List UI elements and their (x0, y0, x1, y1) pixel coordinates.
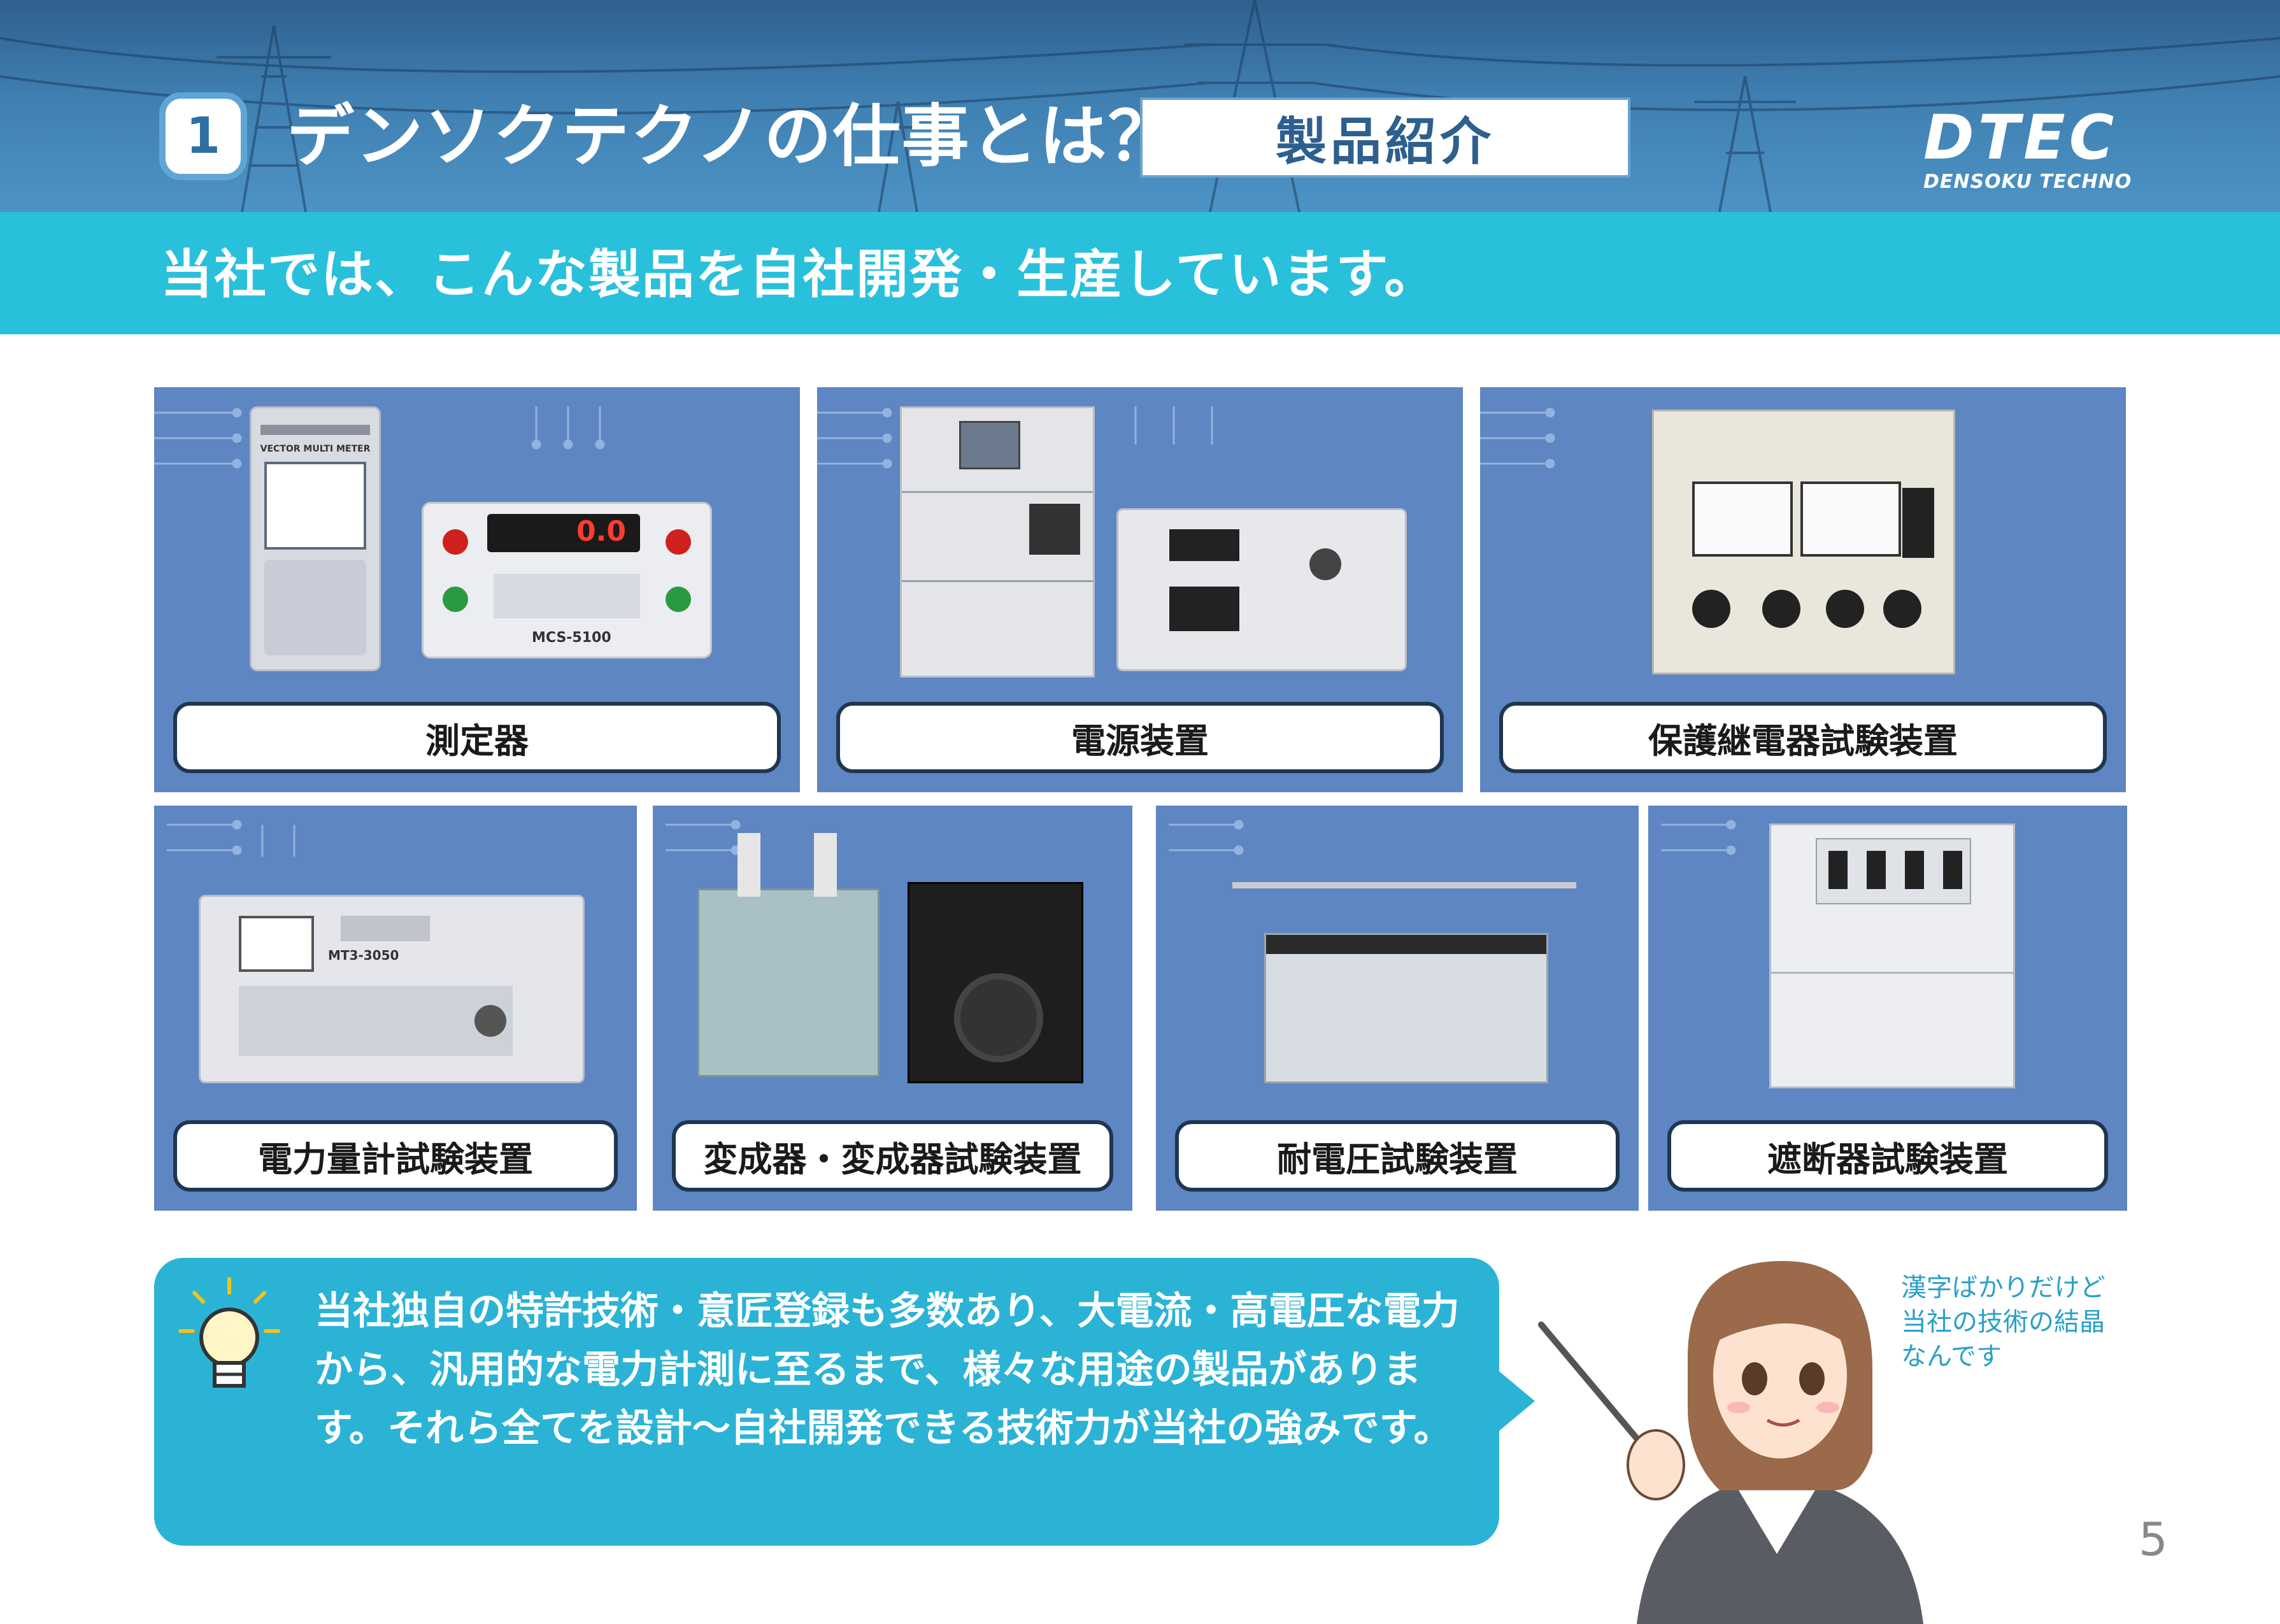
counter-display: 0.0 (576, 515, 626, 548)
section-tag: 製品紹介 (1140, 97, 1630, 178)
product-label: 電源装置 (836, 702, 1444, 773)
product-label: 保護継電器試験装置 (1499, 702, 2107, 773)
product-label: 変成器・変成器試験装置 (672, 1120, 1113, 1192)
circuit-pattern (666, 820, 741, 855)
product-label: 遮断器試験装置 (1667, 1120, 2108, 1192)
product-card-breaker-tester[interactable]: 遮断器試験装置 (1648, 806, 2127, 1211)
info-text: 当社独自の特許技術・意匠登録も多数あり、大電流・高電圧な電力から、汎用的な電力計… (315, 1289, 1460, 1451)
circuit-pattern (1661, 820, 1736, 855)
note-line: 漢字ばかりだけど (1901, 1273, 2105, 1302)
product-label: 電力量計試験装置 (173, 1120, 618, 1192)
circuit-pattern (154, 406, 605, 469)
three-phase-generator-image: MT3-3050 (199, 895, 585, 1083)
company-logo: DTEC DENSOKU TECHNO (1923, 102, 2140, 193)
speech-tail (1497, 1369, 1535, 1433)
logo-text: DENSOKU TECHNO (1923, 171, 2132, 193)
instrument-transformer-image (697, 833, 880, 1077)
circuit-pattern (817, 406, 1213, 469)
product-label: 測定器 (173, 702, 781, 773)
breaker-test-cabinet-image (1769, 823, 2015, 1088)
electrode-bar (1232, 882, 1576, 888)
generator-model-text: MT3-3050 (328, 948, 399, 963)
lead-text: 当社では、こんな製品を自社開発・生産しています。 (160, 245, 1438, 305)
logo-mark: DTEC (1923, 102, 2118, 173)
page-number: 5 (2139, 1513, 2168, 1566)
product-card-watthour-tester[interactable]: MT3-3050 電力量計試験装置 (154, 806, 637, 1211)
product-label: 耐電圧試験装置 (1175, 1120, 1620, 1192)
product-card-power-supply[interactable]: 電源装置 (817, 387, 1463, 792)
note-line: なんです (1901, 1342, 2002, 1371)
lightbulb-icon (178, 1277, 280, 1388)
circuit-pattern (1169, 820, 1244, 855)
lead-band: 当社では、こんな製品を自社開発・生産しています。 (0, 212, 2280, 334)
section-number-badge: 1 (159, 92, 247, 180)
vector-multimeter-text: VECTOR MULTI METER (260, 444, 371, 454)
circuit-pattern (167, 820, 296, 857)
product-card-transformer[interactable]: 変成器・変成器試験装置 (653, 806, 1132, 1211)
power-supply-rack-image (900, 406, 1095, 678)
note-line: 当社の技術の結晶 (1901, 1307, 2105, 1337)
header-banner: 1 デンソクテクノの仕事とは？ 製品紹介 DTEC DENSOKU TECHNO (0, 0, 2280, 212)
presenter-character-illustration (1538, 1261, 1923, 1624)
page-title: デンソクテクノの仕事とは？ (287, 97, 1177, 176)
product-card-measuring[interactable]: VECTOR MULTI METER 0.0 MCS-5100 測定器 (154, 387, 800, 792)
circuit-pattern (1480, 408, 1555, 469)
power-supply-unit-image (1116, 508, 1407, 671)
product-card-withstand-tester[interactable]: 耐電圧試験装置 (1156, 806, 1639, 1211)
info-callout: 当社独自の特許技術・意匠登録も多数あり、大電流・高電圧な電力から、汎用的な電力計… (154, 1258, 1499, 1546)
current-transformer-image (908, 882, 1083, 1083)
vector-multimeter-image: VECTOR MULTI METER (250, 406, 381, 671)
millisecond-counter-image: 0.0 MCS-5100 (422, 502, 712, 659)
handwritten-note: 漢字ばかりだけど 当社の技術の結晶 なんです (1901, 1271, 2156, 1374)
withstand-voltage-tank-image (1264, 933, 1548, 1083)
product-card-relay-tester[interactable]: 保護継電器試験装置 (1480, 387, 2126, 792)
relay-test-set-image (1652, 410, 1955, 674)
counter-model-text: MCS-5100 (532, 630, 611, 646)
